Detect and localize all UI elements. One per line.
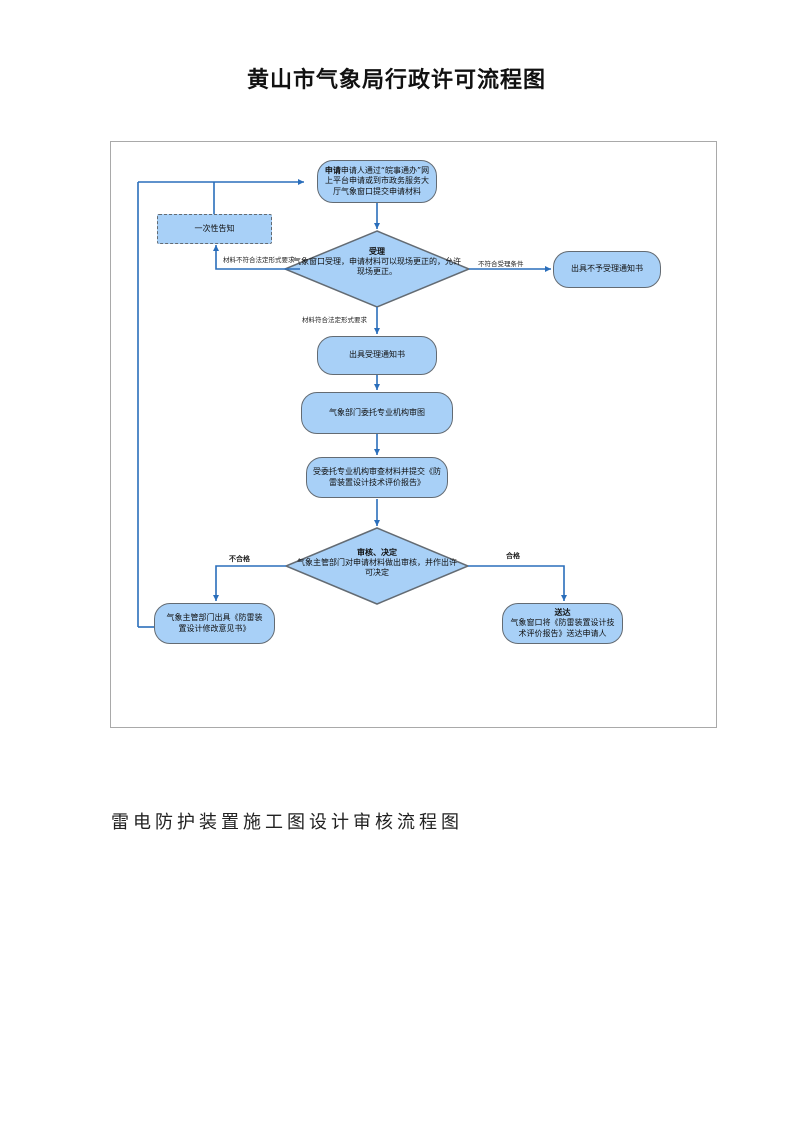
accept-text: 气象窗口受理，申请材料可以现场更正的，允许现场更正。 [293,257,461,276]
review-text: 气象主管部门对申请材料做出审核，并作出许可决定 [297,558,457,577]
review-diamond-text: 审核、决定 气象主管部门对申请材料做出审核，并作出许可决定 [296,548,458,578]
deliver-heading: 送达 [554,607,571,617]
accept-diamond-text: 受理 气象窗口受理，申请材料可以现场更正的，允许现场更正。 [291,247,463,277]
apply-node: 申请申请人通过“皖事通办”网上平台申请或到市政务服务大厅气象窗口提交申请材料 [317,160,437,203]
apply-node-text: 申请人通过“皖事通办”网上平台申请或到市政务服务大厅气象窗口提交申请材料 [325,165,430,196]
review-diamond [284,527,470,605]
edge-label-not-conform-form: 材料不符合法定形式要求 [223,256,295,264]
accept-heading: 受理 [369,247,385,256]
arrow-review-to-deliver [468,565,567,601]
report-node: 受委托专业机构审查材料并提交《防雷装置设计技术评价报告》 [306,457,448,498]
edge-label-not-conform-accept: 不符合受理条件 [478,260,524,268]
apply-node-heading: 申请 [324,165,341,175]
reject-node: 气象主管部门出具《防雷装置设计修改意见书》 [154,603,275,644]
edge-label-fail: 不合格 [229,555,250,563]
arrow-accept-to-notify [213,245,300,270]
page-title: 黄山市气象局行政许可流程图 [246,68,546,93]
arrow-review-to-reject [213,565,286,601]
entrust-node: 气象部门委托专业机构审图 [301,392,453,434]
review-heading: 审核、决定 [357,548,397,557]
deliver-node: 送达气象窗口将《防雷装置设计技术评价报告》送达申请人 [502,603,623,644]
flowchart-connectors [137,179,567,628]
edge-label-conform-form: 材料符合法定形式要求 [302,316,367,324]
edge-label-pass: 合格 [506,552,520,560]
notify-once-node: 一次性告知 [157,214,272,244]
no-accept-notice-node: 出具不予受理通知书 [553,251,661,288]
deliver-text: 气象窗口将《防雷装置设计技术评价报告》送达申请人 [510,618,615,638]
accept-notice-node: 出具受理通知书 [317,336,437,375]
flowchart-frame [110,141,717,728]
section-title: 雷电防护装置施工图设计审核流程图 [111,812,463,833]
